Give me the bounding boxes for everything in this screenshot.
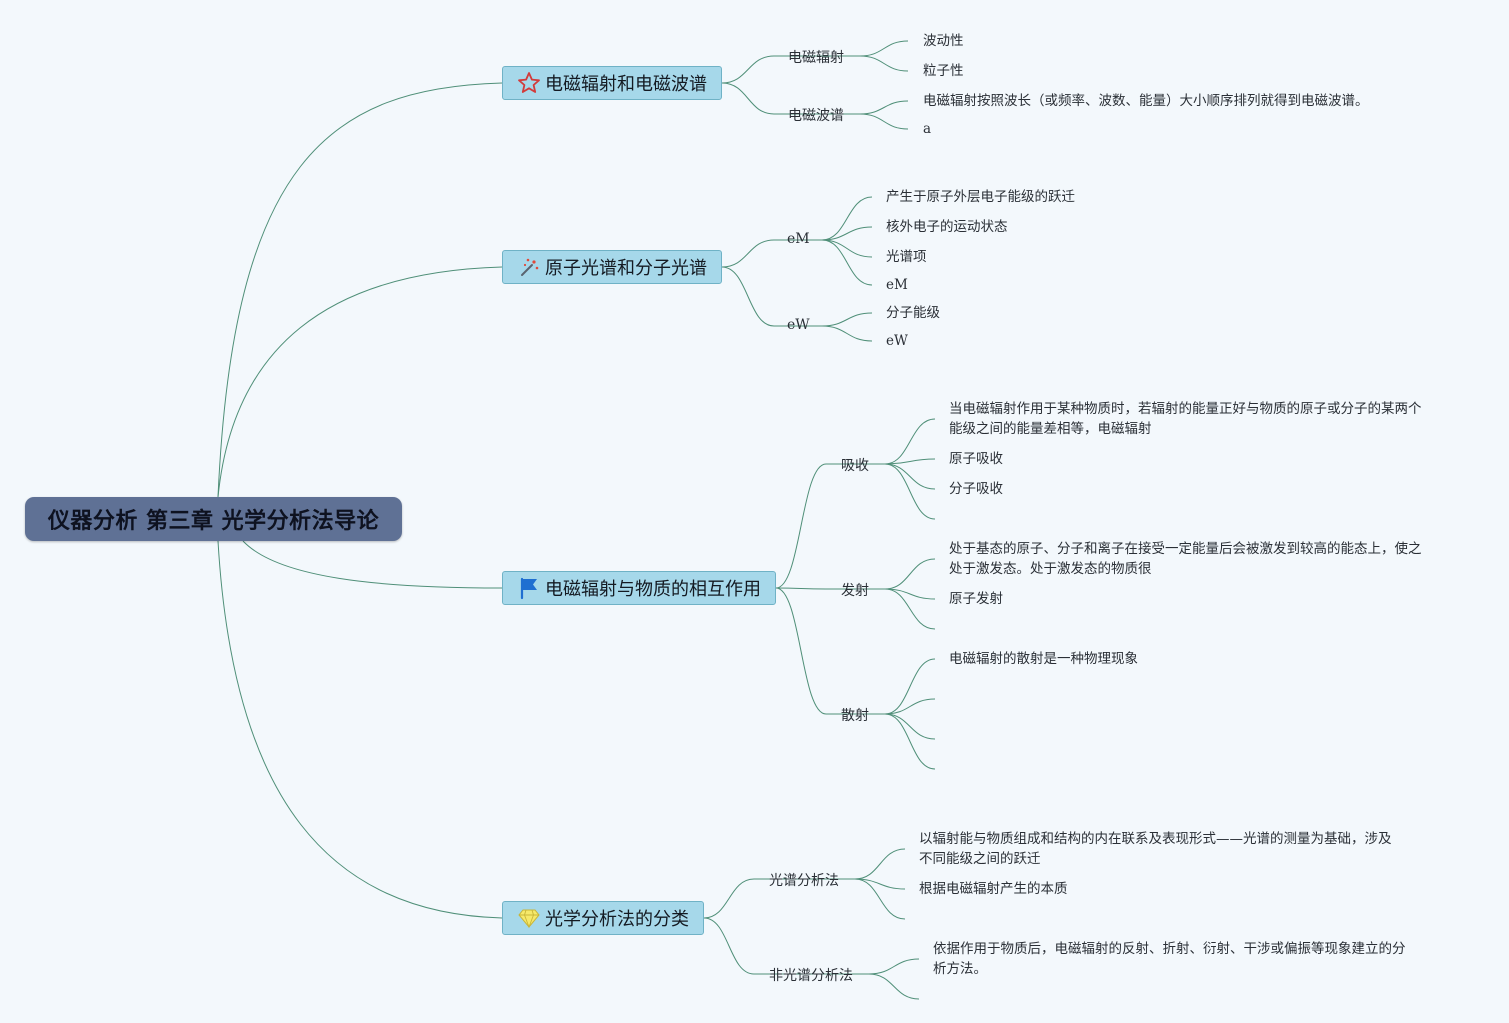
leaf-scattering-definition[interactable]: 电磁辐射的散射是一种物理现象 — [949, 651, 1138, 667]
connector-leaf — [868, 958, 920, 975]
subtopic-non-spectral-analysis[interactable]: 非光谱分析法 — [769, 968, 853, 984]
connector-leaf — [859, 113, 909, 130]
connector-leaf — [884, 713, 936, 770]
star-icon — [517, 71, 541, 95]
connector-leaf — [854, 878, 906, 920]
connector-leaf — [884, 463, 936, 490]
connector-leaf — [821, 226, 873, 241]
sparkle-icon — [517, 255, 541, 279]
connector-root-branch-1 — [217, 82, 503, 498]
leaf-a[interactable]: a — [923, 121, 932, 137]
connector-b2-sub2 — [721, 266, 775, 327]
flag-icon — [517, 576, 541, 600]
connector-leaf — [884, 658, 936, 715]
leaf-non-spectral-definition[interactable]: 依据作用于物质后，电磁辐射的反射、折射、衍射、干涉或偏振等现象建立的分 析方法。 — [933, 941, 1406, 977]
connector-leaf — [821, 239, 873, 286]
connector-leaf — [859, 40, 909, 57]
connector-leaf — [884, 558, 936, 590]
connector-b3-sub3 — [775, 587, 827, 715]
subtopic-spectral-analysis[interactable]: 光谱分析法 — [769, 873, 839, 889]
leaf-atomic-emission[interactable]: 原子发射 — [949, 591, 1003, 607]
leaf-emission-definition[interactable]: 处于基态的原子、分子和离子在接受一定能量后会被激发到较高的能态上，使之 处于激发… — [949, 541, 1422, 577]
connector-leaf — [884, 698, 936, 715]
connector-leaf — [884, 463, 936, 520]
connector-leaf — [884, 588, 936, 630]
topic-label: 电磁辐射与物质的相互作用 — [545, 579, 761, 600]
connector-b3-sub2 — [775, 587, 827, 590]
connector-leaf — [821, 239, 873, 258]
connector-b4-sub2 — [703, 917, 755, 975]
connector-leaf — [859, 55, 909, 72]
leaf-particle-nature[interactable]: 粒子性 — [923, 63, 964, 79]
connector-root-branch-3 — [242, 540, 503, 589]
subtopic-emission[interactable]: 发射 — [841, 583, 869, 599]
subtopic-ew[interactable]: eW — [787, 317, 810, 333]
leaf-atomic-absorption[interactable]: 原子吸收 — [949, 451, 1003, 467]
leaf-wave-nature[interactable]: 波动性 — [923, 33, 964, 49]
connector-b3-sub1 — [775, 463, 827, 589]
connector-leaf — [821, 325, 873, 342]
connector-root-branch-2 — [217, 266, 503, 498]
leaf-molecular-absorption[interactable]: 分子吸收 — [949, 481, 1003, 497]
leaf-molecular-energy-level[interactable]: 分子能级 — [886, 305, 940, 321]
leaf-spectral-term[interactable]: 光谱项 — [886, 249, 927, 265]
connector-leaf — [821, 312, 873, 327]
connector-b1-sub1 — [721, 55, 775, 84]
gem-icon — [517, 906, 541, 930]
leaf-radiation-origin[interactable]: 根据电磁辐射产生的本质 — [919, 881, 1068, 897]
leaf-em[interactable]: eM — [886, 277, 908, 293]
connector-leaf — [821, 196, 873, 241]
topic-label: 光学分析法的分类 — [545, 909, 689, 930]
connector-leaf — [868, 973, 920, 1000]
topic-atomic-molecular-spectra[interactable]: 原子光谱和分子光谱 — [502, 250, 722, 284]
subtopic-em[interactable]: eM — [787, 231, 810, 247]
leaf-spectrum-definition[interactable]: 电磁辐射按照波长（或频率、波数、能量）大小顺序排列就得到电磁波谱。 — [923, 93, 1369, 109]
connector-leaf — [884, 458, 936, 465]
topic-label: 电磁辐射和电磁波谱 — [545, 74, 707, 95]
connector-root-branch-4 — [217, 540, 503, 919]
topic-label: 原子光谱和分子光谱 — [545, 258, 707, 279]
connector-leaf — [884, 713, 936, 740]
subtopic-absorption[interactable]: 吸收 — [841, 458, 869, 474]
connector-leaf — [859, 100, 909, 115]
leaf-absorption-definition[interactable]: 当电磁辐射作用于某种物质时，若辐射的能量正好与物质的原子或分子的某两个 能级之间… — [949, 401, 1422, 437]
connector-b1-sub2 — [721, 82, 775, 115]
connector-leaf — [854, 848, 906, 880]
subtopic-em-radiation[interactable]: 电磁辐射 — [788, 50, 844, 66]
subtopic-scattering[interactable]: 散射 — [841, 708, 869, 724]
connector-b4-sub1 — [703, 878, 755, 919]
leaf-electron-motion-state[interactable]: 核外电子的运动状态 — [886, 219, 1008, 235]
topic-em-radiation-spectrum[interactable]: 电磁辐射和电磁波谱 — [502, 66, 722, 100]
topic-em-matter-interaction[interactable]: 电磁辐射与物质的相互作用 — [502, 571, 776, 605]
connector-leaf — [884, 418, 936, 465]
root-topic[interactable]: 仪器分析 第三章 光学分析法导论 — [25, 497, 402, 541]
leaf-outer-electron-transition[interactable]: 产生于原子外层电子能级的跃迁 — [886, 189, 1075, 205]
subtopic-em-spectrum[interactable]: 电磁波谱 — [788, 108, 844, 124]
leaf-spectral-analysis-definition[interactable]: 以辐射能与物质组成和结构的内在联系及表现形式——光谱的测量为基础，涉及 不同能级… — [919, 831, 1392, 867]
connector-b2-sub1 — [721, 239, 775, 268]
leaf-ew[interactable]: eW — [886, 333, 908, 349]
topic-optical-method-classification[interactable]: 光学分析法的分类 — [502, 901, 704, 935]
